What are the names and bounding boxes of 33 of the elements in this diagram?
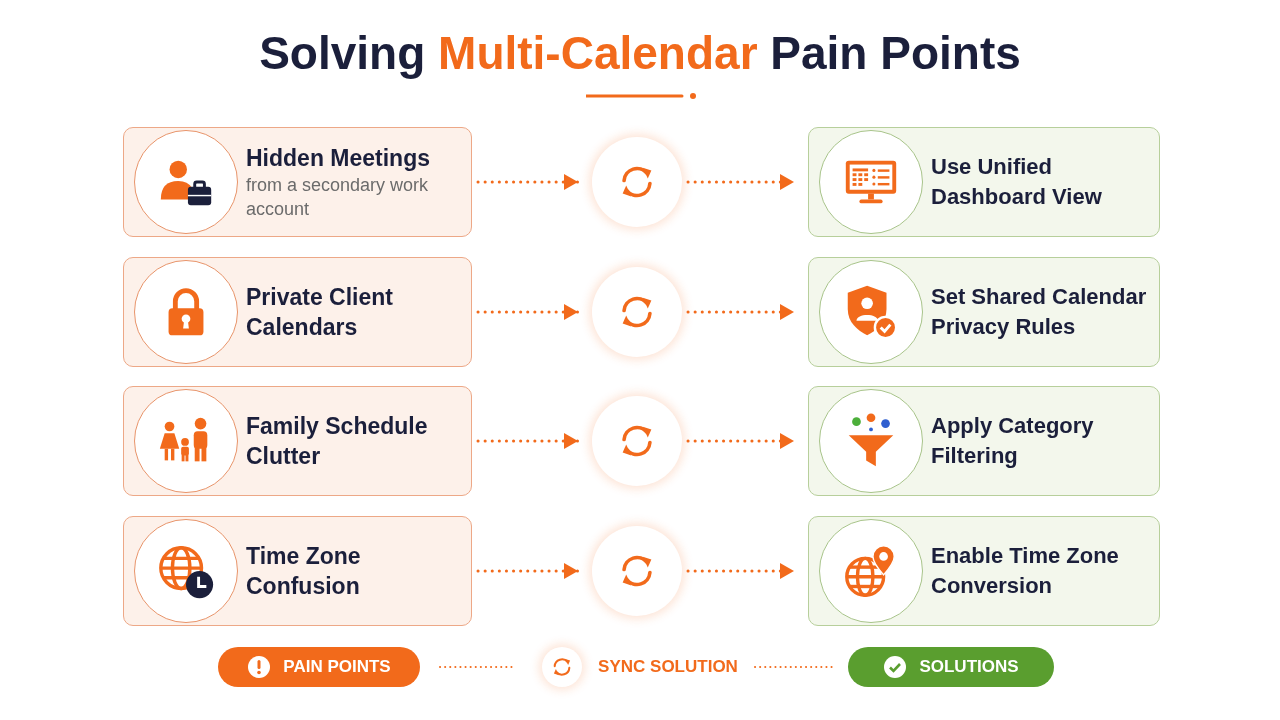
solution-card	[808, 257, 1160, 367]
solution-card	[808, 127, 1160, 237]
card-heading: Family Schedule Clutter	[246, 412, 429, 471]
pain-point-card	[123, 257, 472, 367]
card-heading: Set Shared Calendar Privacy Rules	[931, 283, 1148, 341]
solution-card	[808, 516, 1160, 626]
legend-text: PAIN POINTS	[283, 657, 391, 677]
dotted-arrow	[686, 563, 796, 579]
dotted-arrow	[476, 433, 580, 449]
pain-point-card	[123, 127, 472, 237]
dotted-arrow	[476, 563, 580, 579]
dotted-arrow	[686, 304, 796, 320]
card-heading: Hidden Meetings	[246, 144, 431, 173]
card-heading: Time Zone Confusion	[246, 542, 362, 601]
pain-point-card	[123, 516, 472, 626]
card-heading: Enable Time Zone Conversion	[931, 542, 1120, 600]
card-description: from a secondary work account	[246, 174, 430, 221]
dotted-arrow	[476, 174, 580, 190]
card-heading: Apply Category Filtering	[931, 412, 1095, 470]
legend-text: SYNC SOLUTION	[598, 657, 738, 677]
dotted-arrow	[686, 433, 796, 449]
legend-text: SOLUTIONS	[919, 657, 1019, 677]
dotted-arrow	[476, 304, 580, 320]
title: Solving Multi-Calendar Pain Points	[258, 26, 1022, 80]
sync-circle	[592, 137, 682, 227]
dotted-arrow	[686, 174, 796, 190]
solution-card	[808, 386, 1160, 496]
sync-circle	[592, 526, 682, 616]
card-heading: Private Client Calendars	[246, 283, 394, 342]
pain-point-card	[123, 386, 472, 496]
card-heading: Use Unified Dashboard View	[931, 153, 1103, 211]
sync-circle	[592, 267, 682, 357]
sync-circle	[592, 396, 682, 486]
